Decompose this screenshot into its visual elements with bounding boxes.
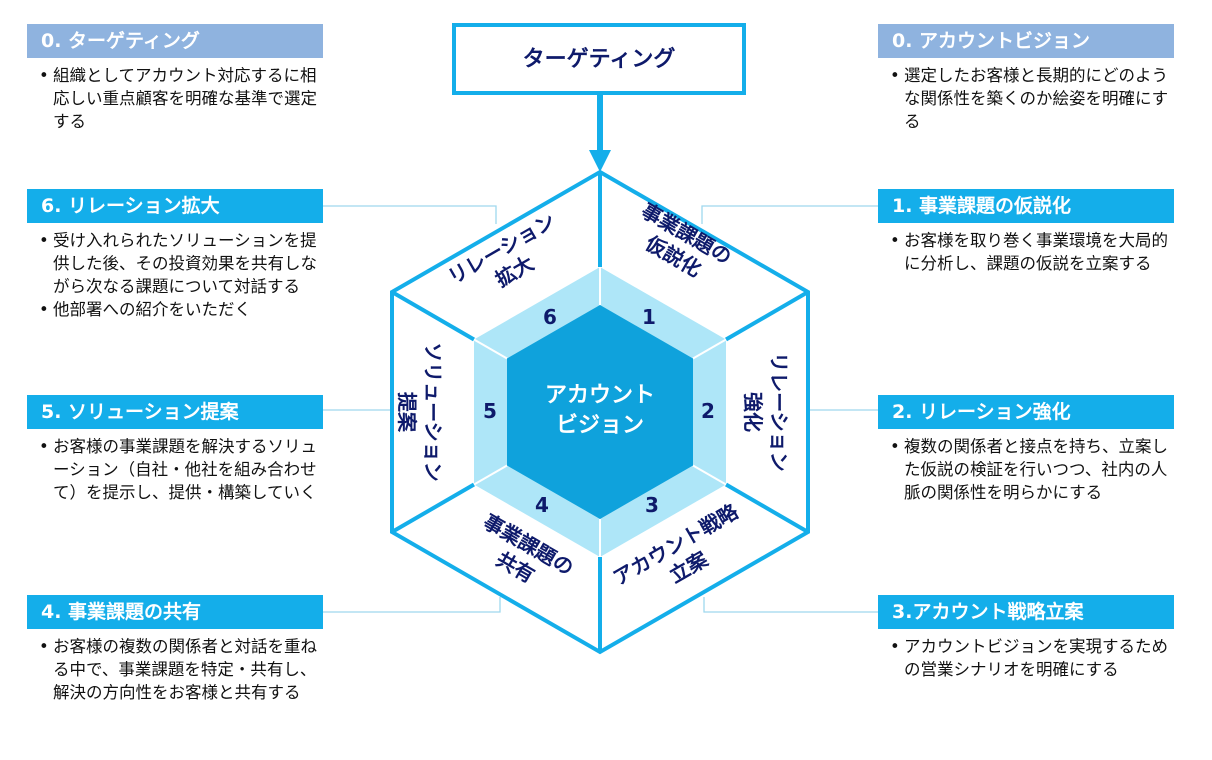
ring-number-2: 2 <box>701 399 715 423</box>
divider-upper-right <box>692 338 727 360</box>
card-hypothesis-title: 1. 事業課題の仮説化 <box>878 189 1174 223</box>
card-vision-title: 0. アカウントビジョン <box>878 24 1174 58</box>
card-targeting-title: 0. ターゲティング <box>27 24 323 58</box>
card-relation-title: 2. リレーション強化 <box>878 395 1174 429</box>
card-relation-bullets: 複数の関係者と接点を持ち、立案した仮説の検証を行いつつ、社内の人脈の関係性を明ら… <box>878 435 1174 504</box>
card-vision-bullets: 選定したお客様と長期的にどのような関係性を築くのか絵姿を明確にする <box>878 64 1174 133</box>
card-vision-bullet: 選定したお客様と長期的にどのような関係性を築くのか絵姿を明確にする <box>890 64 1174 133</box>
segment-label-2-line2: 強化 <box>741 392 765 432</box>
segment-label-5-line2: 提案 <box>395 392 419 433</box>
spoke-upper-right <box>724 290 810 342</box>
card-strategy-bullet: アカウントビジョンを実現するための営業シナリオを明確にする <box>890 635 1174 681</box>
inner-ring-dividers <box>473 267 727 557</box>
ring-numbers: 1 2 3 4 5 6 <box>483 305 715 517</box>
card-share-bullets: お客様の複数の関係者と対話を重ねる中で、事業課題を特定・共有し、解決の方向性をお… <box>27 635 323 704</box>
segment-label-5: ソリューション 提案 <box>395 342 445 482</box>
card-expand-title: 6. リレーション拡大 <box>27 189 323 223</box>
card-solution-bullets: お客様の事業課題を解決するソリューション（自社・他社を組み合わせて）を提示し、提… <box>27 435 323 504</box>
targeting-box-label: ターゲティング <box>523 46 676 72</box>
targeting-arrow-head <box>589 150 611 172</box>
ring-number-3: 3 <box>645 493 659 517</box>
card-relation-bullet: 複数の関係者と接点を持ち、立案した仮説の検証を行いつつ、社内の人脈の関係性を明ら… <box>890 435 1174 504</box>
card-targeting: 0. ターゲティング 組織としてアカウント対応するに相応しい重点顧客を明確な基準… <box>27 24 323 133</box>
connector-hypothesis <box>701 205 878 224</box>
connector-share <box>323 597 501 613</box>
card-hypothesis: 1. 事業課題の仮説化 お客様を取り巻く事業環境を大局的に分析し、課題の仮説を立… <box>878 189 1174 275</box>
card-expand-bullet: 受け入れられたソリューションを提供した後、その投資効果を共有しながら次なる課題に… <box>39 229 323 298</box>
card-strategy-bullets: アカウントビジョンを実現するための営業シナリオを明確にする <box>878 635 1174 681</box>
connector-strategy <box>703 597 878 613</box>
segment-label-2: リレーション 強化 <box>741 352 791 472</box>
spoke-lower-left <box>390 482 476 534</box>
card-share: 4. 事業課題の共有 お客様の複数の関係者と対話を重ねる中で、事業課題を特定・共… <box>27 595 323 704</box>
card-expand-bullets: 受け入れられたソリューションを提供した後、その投資効果を共有しながら次なる課題に… <box>27 229 323 321</box>
spoke-upper-left <box>390 290 476 342</box>
card-hypothesis-bullet: お客様を取り巻く事業環境を大局的に分析し、課題の仮説を立案する <box>890 229 1174 275</box>
card-strategy: 3.アカウント戦略立案 アカウントビジョンを実現するための営業シナリオを明確にす… <box>878 595 1174 681</box>
ring-number-6: 6 <box>543 305 557 329</box>
card-solution-title: 5. ソリューション提案 <box>27 395 323 429</box>
ring-number-5: 5 <box>483 399 497 423</box>
divider-lower-left <box>473 464 508 486</box>
card-targeting-bullets: 組織としてアカウント対応するに相応しい重点顧客を明確な基準で選定する <box>27 64 323 133</box>
segment-label-2-line1: リレーション <box>767 352 791 472</box>
card-solution: 5. ソリューション提案 お客様の事業課題を解決するソリューション（自社・他社を… <box>27 395 323 504</box>
card-expand: 6. リレーション拡大 受け入れられたソリューションを提供した後、その投資効果を… <box>27 189 323 321</box>
card-targeting-bullet: 組織としてアカウント対応するに相応しい重点顧客を明確な基準で選定する <box>39 64 323 133</box>
divider-lower-right <box>692 464 727 486</box>
card-relation: 2. リレーション強化 複数の関係者と接点を持ち、立案した仮説の検証を行いつつ、… <box>878 395 1174 504</box>
card-solution-bullet: お客様の事業課題を解決するソリューション（自社・他社を組み合わせて）を提示し、提… <box>39 435 323 504</box>
card-share-title: 4. 事業課題の共有 <box>27 595 323 629</box>
core-label-line1: アカウント <box>545 383 655 408</box>
card-share-bullet: お客様の複数の関係者と対話を重ねる中で、事業課題を特定・共有し、解決の方向性をお… <box>39 635 323 704</box>
spoke-lower-right <box>724 482 810 534</box>
card-expand-bullet: 他部署への紹介をいただく <box>39 298 323 321</box>
core-hexagon <box>507 305 693 519</box>
ring-number-1: 1 <box>642 305 656 329</box>
connector-expand <box>323 205 497 224</box>
card-hypothesis-bullets: お客様を取り巻く事業環境を大局的に分析し、課題の仮説を立案する <box>878 229 1174 275</box>
card-vision: 0. アカウントビジョン 選定したお客様と長期的にどのような関係性を築くのか絵姿… <box>878 24 1174 133</box>
core-label-line2: ビジョン <box>556 413 644 438</box>
divider-upper-left <box>473 338 508 360</box>
connector-lines <box>323 205 878 613</box>
hexagon-spokes <box>390 172 810 652</box>
ring-number-4: 4 <box>535 493 549 517</box>
segment-label-5-line1: ソリューション <box>421 342 445 482</box>
card-strategy-title: 3.アカウント戦略立案 <box>878 595 1174 629</box>
